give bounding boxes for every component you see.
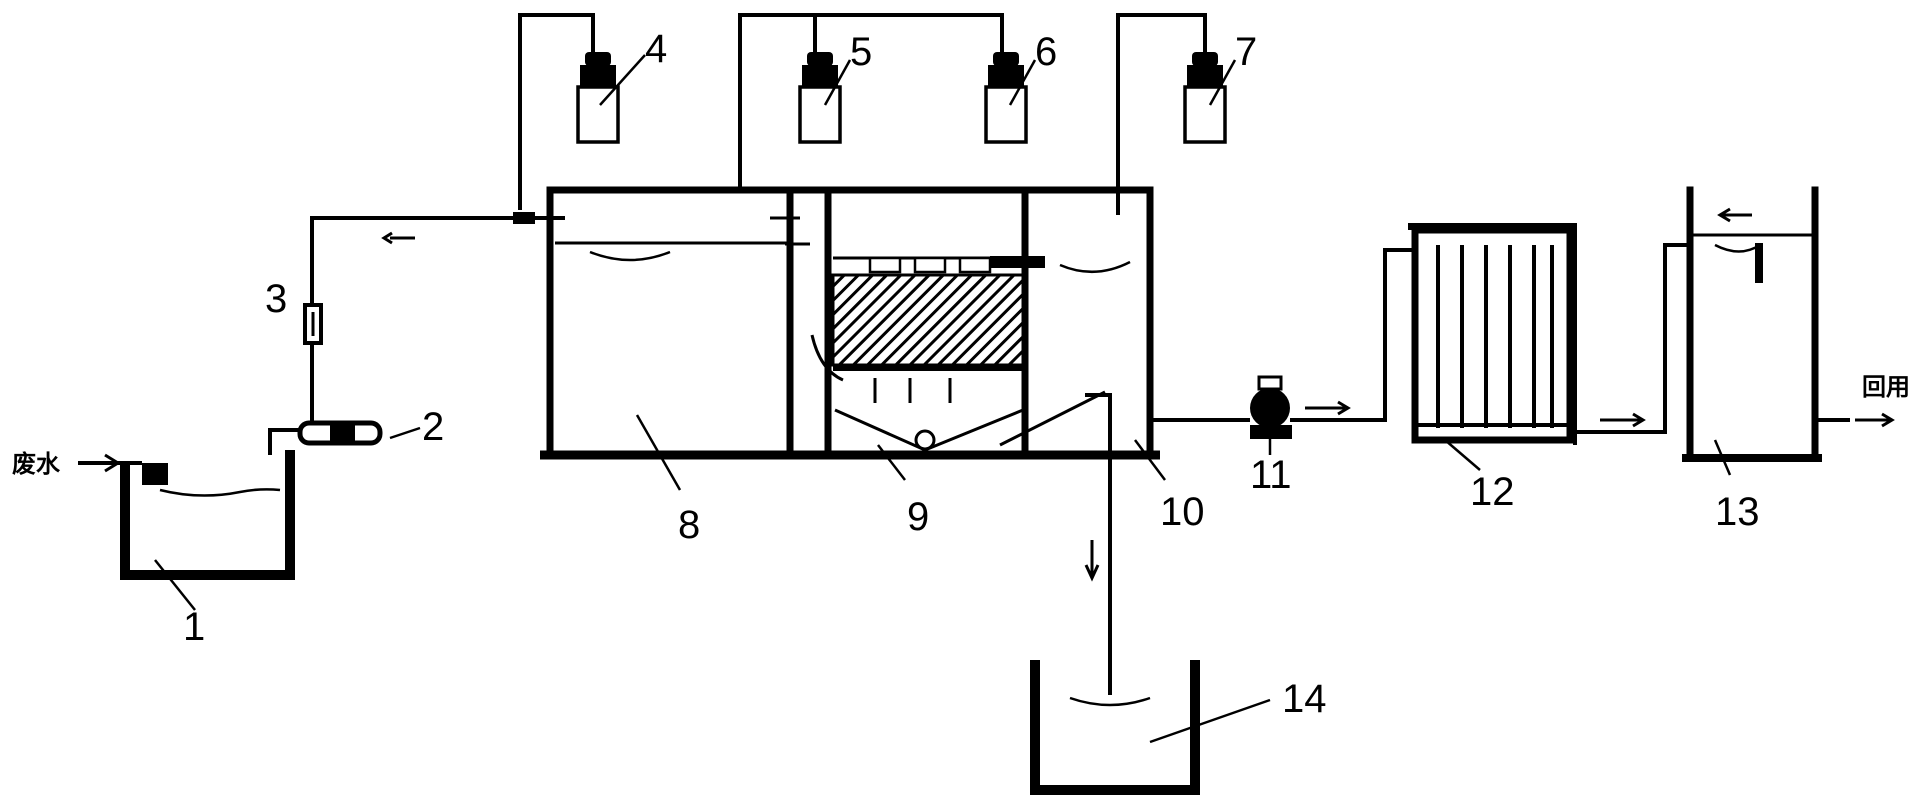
label-4: 4 [645,27,667,71]
reuse-outlet-label: 回用 [1862,373,1910,401]
aeration-hopper [810,334,1024,452]
label-13: 13 [1715,490,1760,534]
sludge-line [999,390,1112,695]
leader-2 [389,426,421,440]
leader-4 [599,54,646,106]
leader-1 [154,559,196,611]
sludge-tank [1030,660,1200,795]
transfer-pump [1150,248,1415,439]
label-3: 3 [265,277,287,321]
label-6: 6 [1035,30,1057,74]
label-8: 8 [678,503,700,547]
collection-tank [78,450,295,580]
label-14: 14 [1282,677,1327,721]
label-7: 7 [1235,30,1257,74]
label-9: 9 [907,495,929,539]
dosing-tank-6 [984,52,1028,144]
membrane-module [1408,223,1690,445]
label-11: 11 [1250,453,1292,497]
leader-5 [823,59,852,106]
leader-13 [1713,439,1732,476]
leader-10 [1134,439,1166,481]
leader-9 [877,444,906,481]
packed-media-bed [831,273,1025,371]
dosing-tank-5 [798,52,842,144]
leader-12 [1444,439,1481,471]
label-5: 5 [850,30,872,74]
label-12: 12 [1470,470,1515,514]
flow-meter [303,216,525,405]
leader-7 [1208,59,1237,106]
label-1: 1 [183,605,205,649]
main-reactor [513,186,1160,460]
label-10: 10 [1160,490,1205,534]
feed-pump [268,405,383,455]
dosing-tank-7 [1183,52,1227,144]
clean-water-tank [1682,186,1895,462]
label-2: 2 [422,405,444,449]
leader-14 [1149,698,1271,744]
leader-6 [1008,59,1037,106]
wastewater-inlet-label: 废水 [12,450,61,478]
leader-8 [635,414,682,491]
dosing-tank-4 [576,52,620,144]
dosing-lines [518,13,1207,215]
